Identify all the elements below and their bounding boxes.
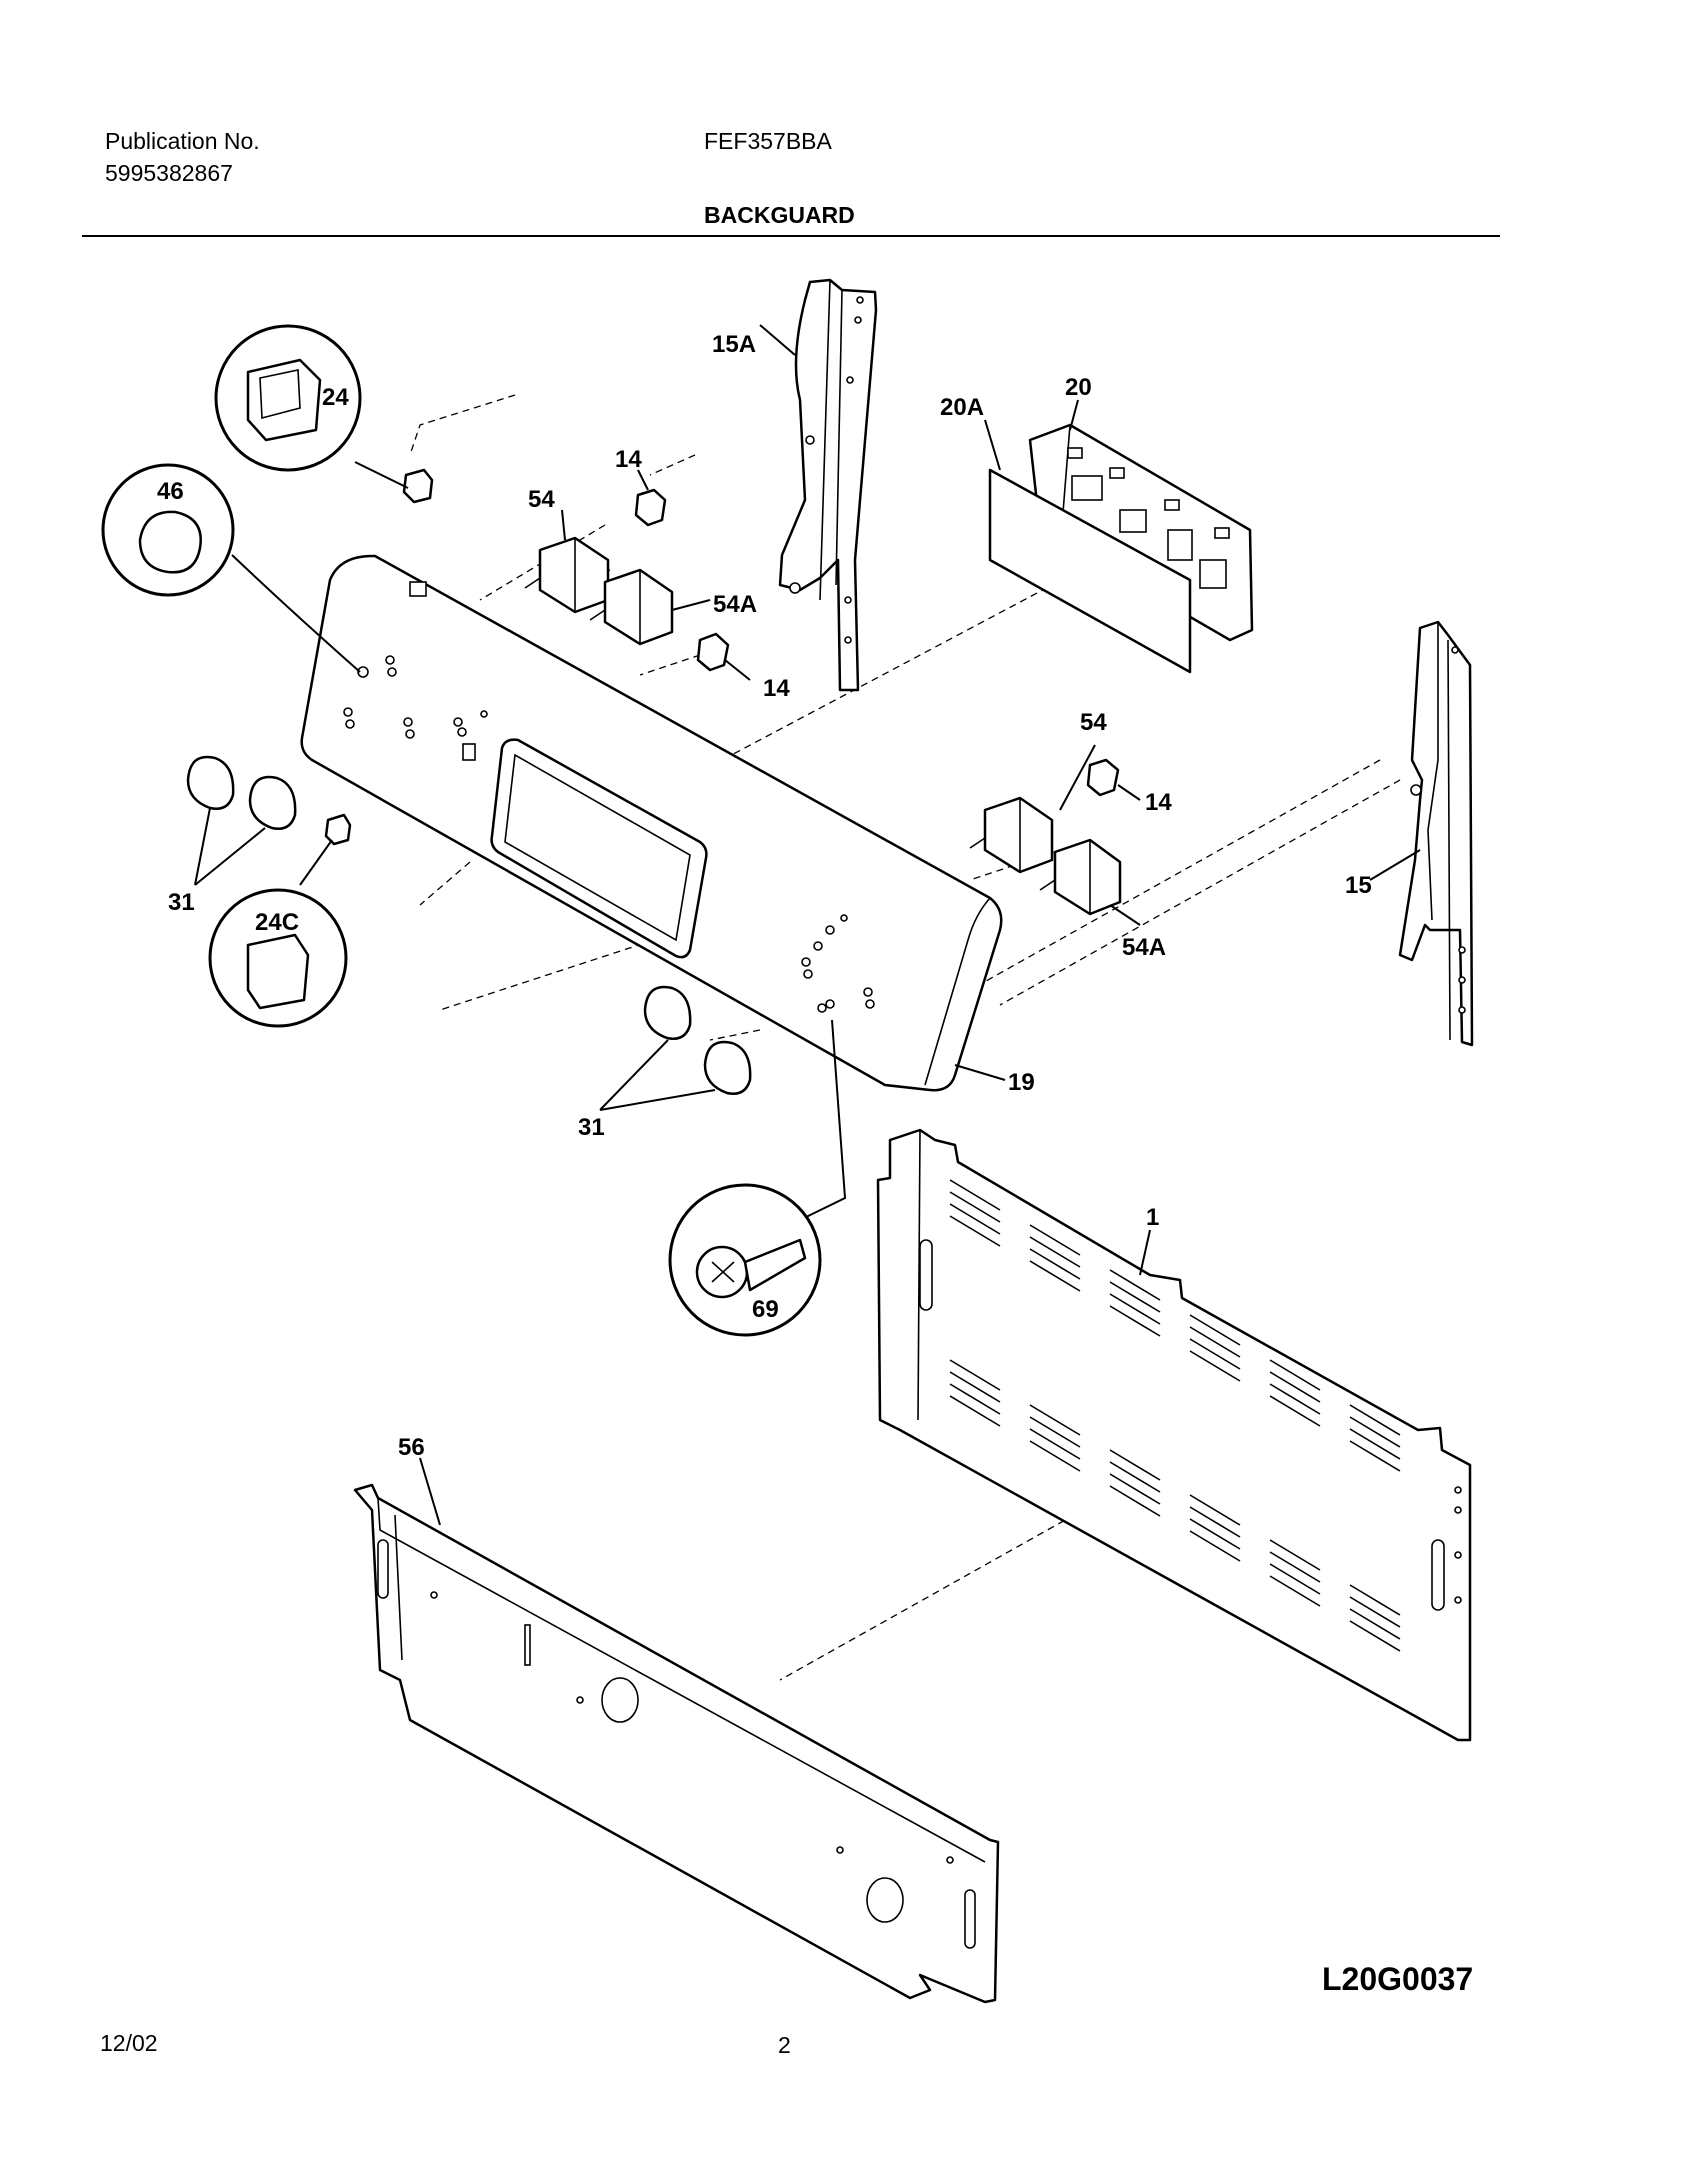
callout-54-right: 54 [1080,709,1107,736]
callout-54-upper: 54 [528,486,555,513]
callout-24C: 24C [255,909,299,936]
callout-15: 15 [1345,872,1372,899]
section-title: BACKGUARD [704,202,855,228]
detail-callout-screw [668,1183,822,1337]
detail-callout-rocker-switch-24C [208,888,348,1028]
diagram-code: L20G0037 [1322,1961,1473,1997]
callout-56: 56 [398,1434,425,1461]
model-number: FEF357BBA [704,128,832,154]
callout-46: 46 [157,478,184,505]
callout-19: 19 [1008,1069,1035,1096]
lower-backguard-trim [353,1483,1000,2004]
right-infinite-switch [969,796,1054,874]
control-knobs [186,755,752,1095]
callout-54A-right: 54A [1122,934,1166,961]
left-end-bracket [778,278,878,692]
upper-infinite-switch-54A [589,568,674,646]
detail-callout-rocker-switch [214,324,362,472]
callout-31-lower: 31 [578,1114,605,1141]
header-rule [82,235,1500,237]
right-infinite-switch-54A [1039,838,1122,916]
callout-15A: 15A [712,331,756,358]
callout-14-middle: 14 [763,675,790,702]
callout-54A-upper: 54A [713,591,757,618]
right-indicator-lamp [1086,758,1120,797]
publication-label: Publication No. [105,128,260,154]
lower-indicator-lamp [696,632,730,672]
footer-page-number: 2 [778,2032,791,2058]
callout-1: 1 [1146,1204,1159,1231]
small-rocker-switch-24C [324,813,352,846]
publication-number: 5995382867 [105,160,233,186]
callout-20: 20 [1065,374,1092,401]
callout-leaders [194,324,1421,1526]
right-end-bracket [1398,620,1474,1047]
callout-31-left: 31 [168,889,195,916]
callout-14-right: 14 [1145,789,1172,816]
detail-callout-knob-plug [101,463,235,597]
control-panel-backguard [300,554,1003,1092]
upper-indicator-lamp [634,488,667,527]
rear-panel [876,1128,1472,1742]
upper-infinite-switch [524,536,610,614]
rear-panel-vents [949,1179,1401,1652]
callout-24: 24 [322,384,349,411]
small-rocker-switch-24 [402,468,434,504]
callout-20A: 20A [940,394,984,421]
footer-date: 12/02 [100,2030,158,2056]
control-overlay [988,468,1192,674]
callout-69: 69 [752,1296,779,1323]
callout-14-upper: 14 [615,446,642,473]
